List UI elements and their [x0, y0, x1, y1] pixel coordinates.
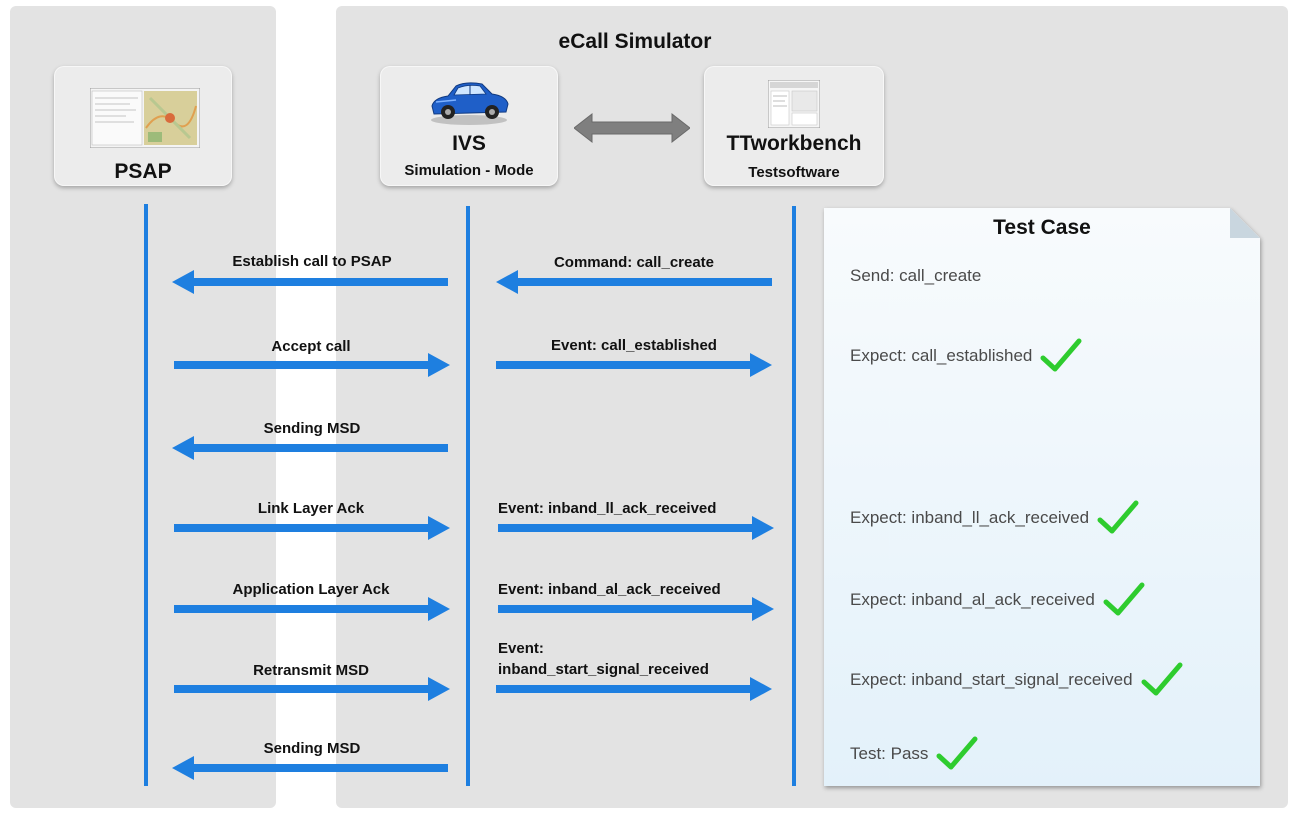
arrow-right — [498, 516, 774, 540]
message-label: Event: inband_al_ack_received — [498, 581, 721, 598]
ttworkbench-title: TTworkbench — [726, 132, 862, 155]
message-label: Establish call to PSAP — [232, 253, 392, 270]
ttworkbench-lifeline — [792, 206, 796, 786]
check-icon — [1103, 582, 1145, 616]
arrow-left — [172, 756, 448, 780]
psap-lifeline — [144, 204, 148, 786]
test-line-text: Expect: inband_ll_ack_received — [850, 508, 1090, 527]
ivs-lifeline — [466, 206, 470, 786]
test-case-title: Test Case — [993, 216, 1091, 239]
screen-icon — [768, 80, 820, 128]
check-icon — [1141, 662, 1183, 696]
message-label: Command: call_create — [553, 254, 715, 271]
arrow-right — [496, 353, 772, 377]
psap-title: PSAP — [114, 160, 172, 183]
arrow-right — [498, 597, 774, 621]
arrow-right — [174, 516, 450, 540]
car-icon — [431, 82, 509, 125]
message-label: Sending MSD — [263, 740, 361, 757]
arrow-left — [172, 270, 448, 294]
arrow-left — [172, 436, 448, 460]
message-label: Sending MSD — [263, 420, 361, 437]
message-label: Retransmit MSD — [253, 662, 369, 679]
arrow-left — [496, 270, 772, 294]
message-label: inband_start_signal_received — [498, 661, 709, 678]
test-line: Expect: inband_al_ack_received — [850, 580, 1145, 620]
bidirectional-arrow — [574, 112, 690, 144]
arrow-right — [174, 677, 450, 701]
ivs-subtitle: Simulation - Mode — [404, 162, 534, 179]
arrow-right — [174, 597, 450, 621]
message-label: Application Layer Ack — [232, 581, 390, 598]
check-icon — [1097, 500, 1139, 534]
test-line: Expect: inband_ll_ack_received — [850, 498, 1139, 538]
check-icon — [936, 736, 978, 770]
test-line-text: Expect: call_established — [850, 346, 1033, 365]
ivs-box: IVS Simulation - Mode — [380, 66, 558, 186]
test-line: Test: Pass — [850, 734, 978, 774]
test-case-document — [824, 208, 1260, 786]
message-label: Event: inband_ll_ack_received — [498, 500, 717, 517]
test-line: Expect: call_established — [850, 336, 1082, 376]
simulator-title: eCall Simulator — [558, 30, 712, 53]
message-label: Accept call — [271, 338, 351, 355]
arrow-right — [496, 677, 772, 701]
check-icon — [1040, 338, 1082, 372]
test-line: Expect: inband_start_signal_received — [850, 660, 1183, 700]
test-line: Send: call_create — [850, 264, 981, 288]
message-label: Link Layer Ack — [257, 500, 365, 517]
message-label: Event: call_established — [551, 337, 717, 354]
test-line-text: Send: call_create — [850, 266, 982, 285]
ttworkbench-subtitle: Testsoftware — [748, 164, 840, 181]
map-screen-icon — [90, 88, 200, 148]
test-line-text: Expect: inband_al_ack_received — [850, 590, 1095, 609]
test-line-text: Test: Pass — [850, 744, 929, 763]
arrow-right — [174, 353, 450, 377]
ttworkbench-box: TTworkbench Testsoftware — [704, 66, 884, 186]
psap-box: PSAP — [54, 66, 232, 186]
test-line-text: Expect: inband_start_signal_received — [850, 670, 1133, 689]
ivs-title: IVS — [452, 132, 486, 155]
message-label: Event: — [498, 640, 544, 657]
